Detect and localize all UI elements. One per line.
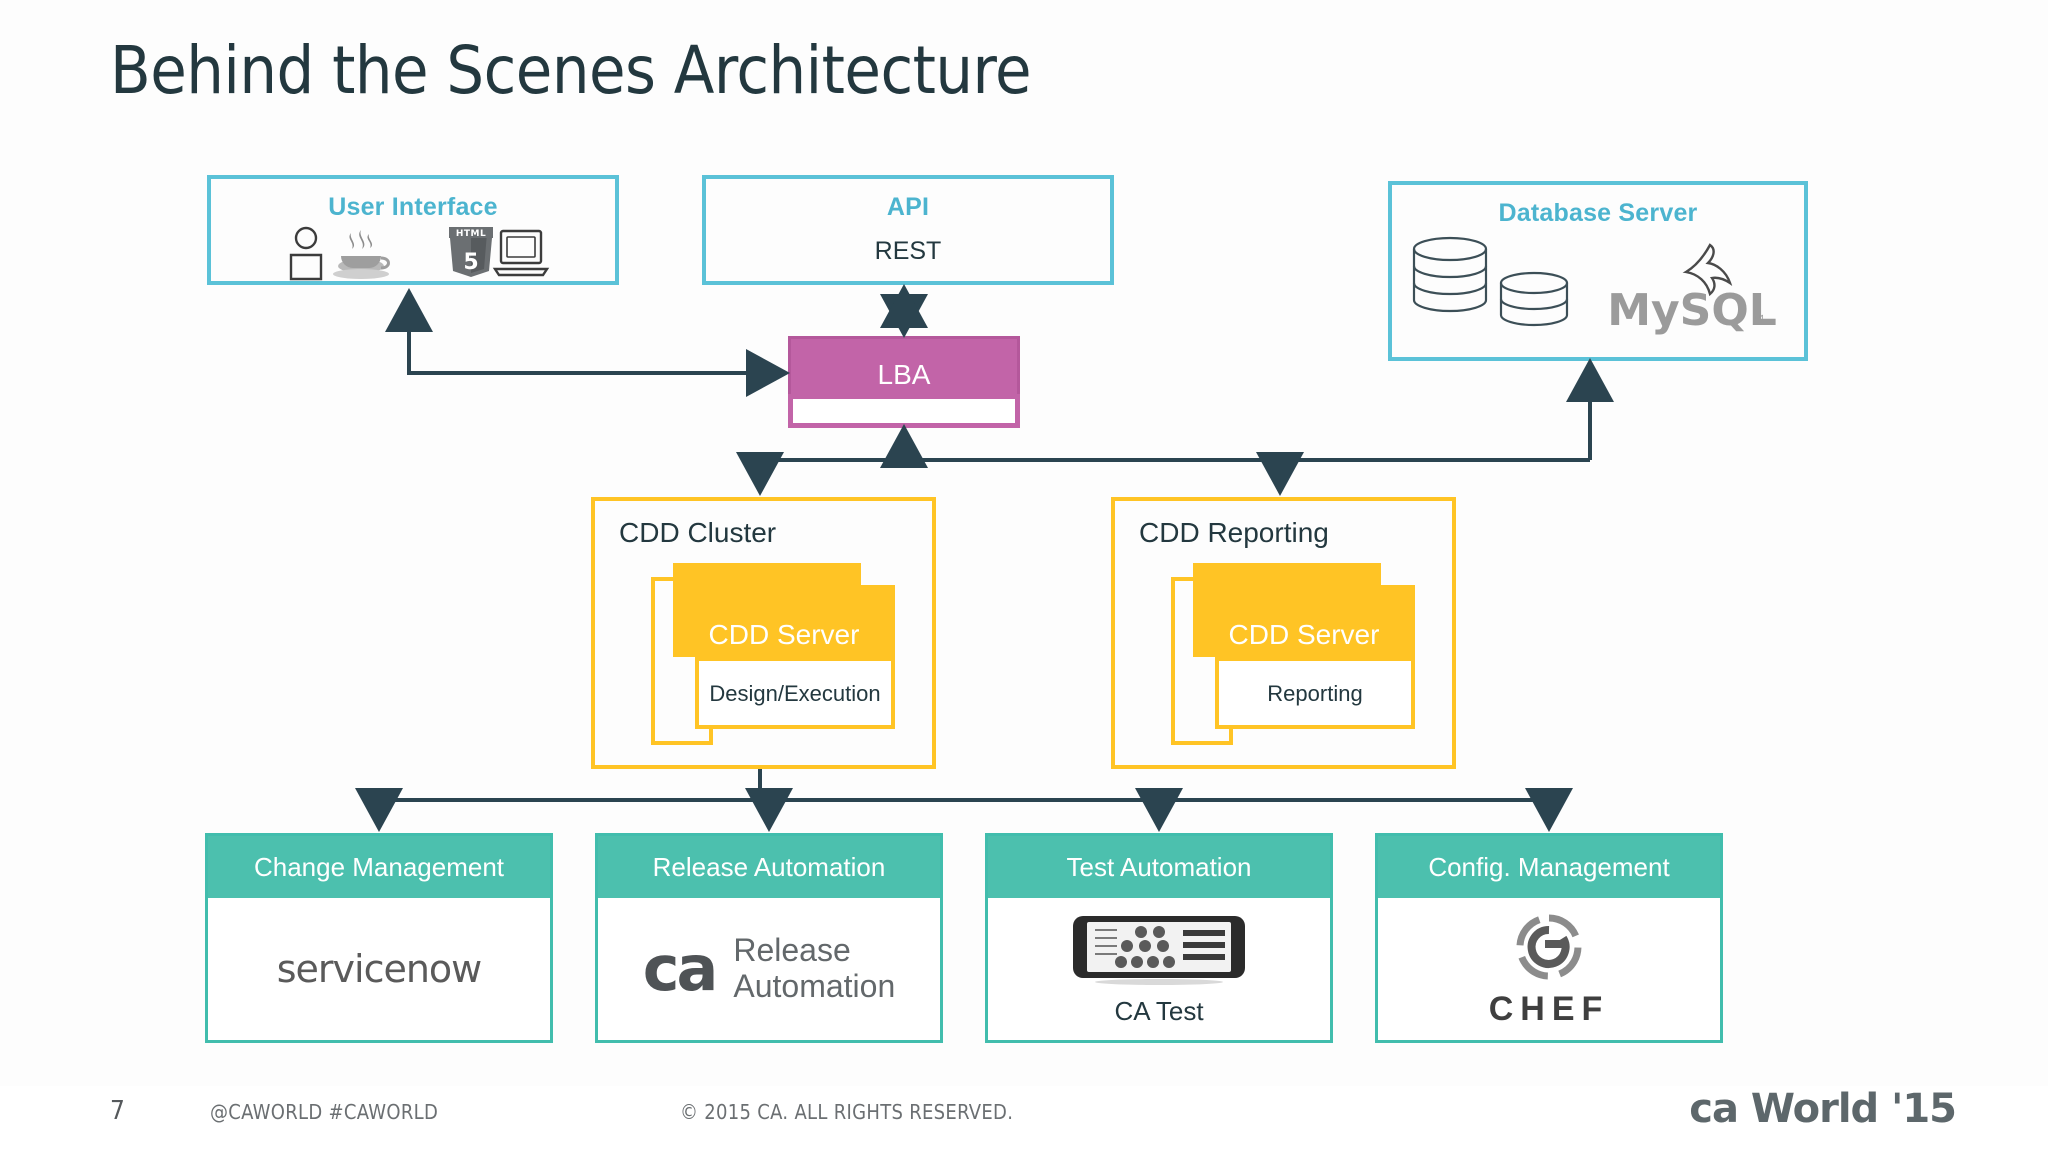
cdd-cluster-box[interactable]: CDD Cluster CDD Server Design/Execution (591, 497, 936, 769)
server-card-header (1193, 585, 1415, 657)
mysql-wordmark: MySQL (1607, 285, 1777, 336)
database-server-graphics: MySQL ™ (1412, 236, 1777, 336)
test-automation-caption: CA Test (1114, 995, 1204, 1026)
user-interface-box[interactable]: User Interface 5 (207, 175, 619, 285)
svg-text:5: 5 (463, 250, 478, 275)
social-handles: @CAWORLD #CAWORLD (210, 1100, 439, 1124)
servicenow-logo: servicenow (276, 947, 483, 991)
ca-world-logo: ca World '15 (1689, 1086, 1957, 1132)
config-management-title: Config. Management (1428, 851, 1670, 882)
server-card-body (1215, 657, 1415, 729)
cdd-reporting-server-label: CDD Server (1228, 619, 1380, 650)
database-server-box[interactable]: Database Server MySQL ™ (1388, 181, 1808, 361)
cdd-reporting-role-label: Reporting (1267, 681, 1363, 706)
change-management-box[interactable]: Change Management servicenow (205, 833, 553, 1043)
config-management-header: Config. Management (1378, 836, 1720, 898)
automation-line: Automation (733, 968, 896, 1004)
cdd-reporting-server-stack: CDD Server Reporting (1171, 563, 1429, 745)
mysql-dolphin-icon (1682, 243, 1733, 297)
lba-lower-strip (788, 394, 1020, 428)
api-subtitle: REST (874, 237, 942, 265)
api-box[interactable]: API REST (702, 175, 1114, 285)
user-interface-icon-row: 5 HTML (289, 226, 550, 281)
page-title: Behind the Scenes Architecture (110, 32, 1032, 109)
svg-text:HTML: HTML (456, 229, 486, 239)
svg-text:™: ™ (1752, 313, 1766, 329)
footer: 7 @CAWORLD #CAWORLD © 2015 CA. ALL RIGHT… (0, 1086, 2048, 1152)
server-card-tab (673, 563, 861, 589)
html5-icon: 5 HTML (449, 227, 493, 277)
release-automation-body: ca Release Automation (598, 898, 940, 1040)
release-automation-header: Release Automation (598, 836, 940, 898)
cdd-reporting-title: CDD Reporting (1139, 517, 1329, 548)
release-automation-title: Release Automation (652, 851, 886, 882)
database-stack-icon (1412, 236, 1488, 313)
test-automation-box[interactable]: Test Automation (985, 833, 1333, 1043)
change-management-body: servicenow (208, 898, 550, 1040)
change-management-header: Change Management (208, 836, 550, 898)
user-interface-title: User Interface (328, 193, 498, 221)
laptop-icon (492, 229, 550, 277)
java-icon (333, 230, 390, 279)
wire-lba-to-ui (385, 288, 782, 375)
cdd-cluster-server-stack: CDD Server Design/Execution (651, 563, 909, 745)
database-server-title: Database Server (1498, 199, 1698, 227)
config-management-body: CHEF (1378, 898, 1720, 1040)
ca-release-automation-logo: ca Release Automation (642, 932, 896, 1006)
user-icon (289, 226, 323, 281)
server-card-tab (1193, 563, 1381, 589)
page-number: 7 (110, 1096, 126, 1126)
cdd-cluster-title: CDD Cluster (619, 517, 777, 548)
cdd-cluster-server-label: CDD Server (708, 619, 860, 650)
server-card-body (695, 657, 895, 729)
change-management-title: Change Management (253, 851, 505, 882)
release-line: Release (733, 932, 851, 969)
database-stack-icon (1499, 271, 1569, 327)
lba-label: LBA (877, 359, 931, 390)
release-automation-box[interactable]: Release Automation ca Release Automation (595, 833, 943, 1043)
chef-logo-mark (1516, 914, 1582, 979)
server-card-header (673, 585, 895, 657)
ca-wordmark: ca (642, 932, 719, 1006)
test-automation-body: CA Test (988, 898, 1330, 1040)
test-automation-header: Test Automation (988, 836, 1330, 898)
ca-test-device-image (1073, 915, 1245, 985)
cdd-cluster-role-label: Design/Execution (709, 681, 881, 706)
api-title: API (886, 193, 930, 221)
test-automation-title: Test Automation (1066, 851, 1252, 882)
cdd-reporting-box[interactable]: CDD Reporting CDD Server Reporting (1111, 497, 1456, 769)
chef-wordmark: CHEF (1488, 989, 1610, 1028)
copyright-notice: © 2015 CA. ALL RIGHTS RESERVED. (680, 1100, 1014, 1124)
config-management-box[interactable]: Config. Management CHEF (1375, 833, 1723, 1043)
